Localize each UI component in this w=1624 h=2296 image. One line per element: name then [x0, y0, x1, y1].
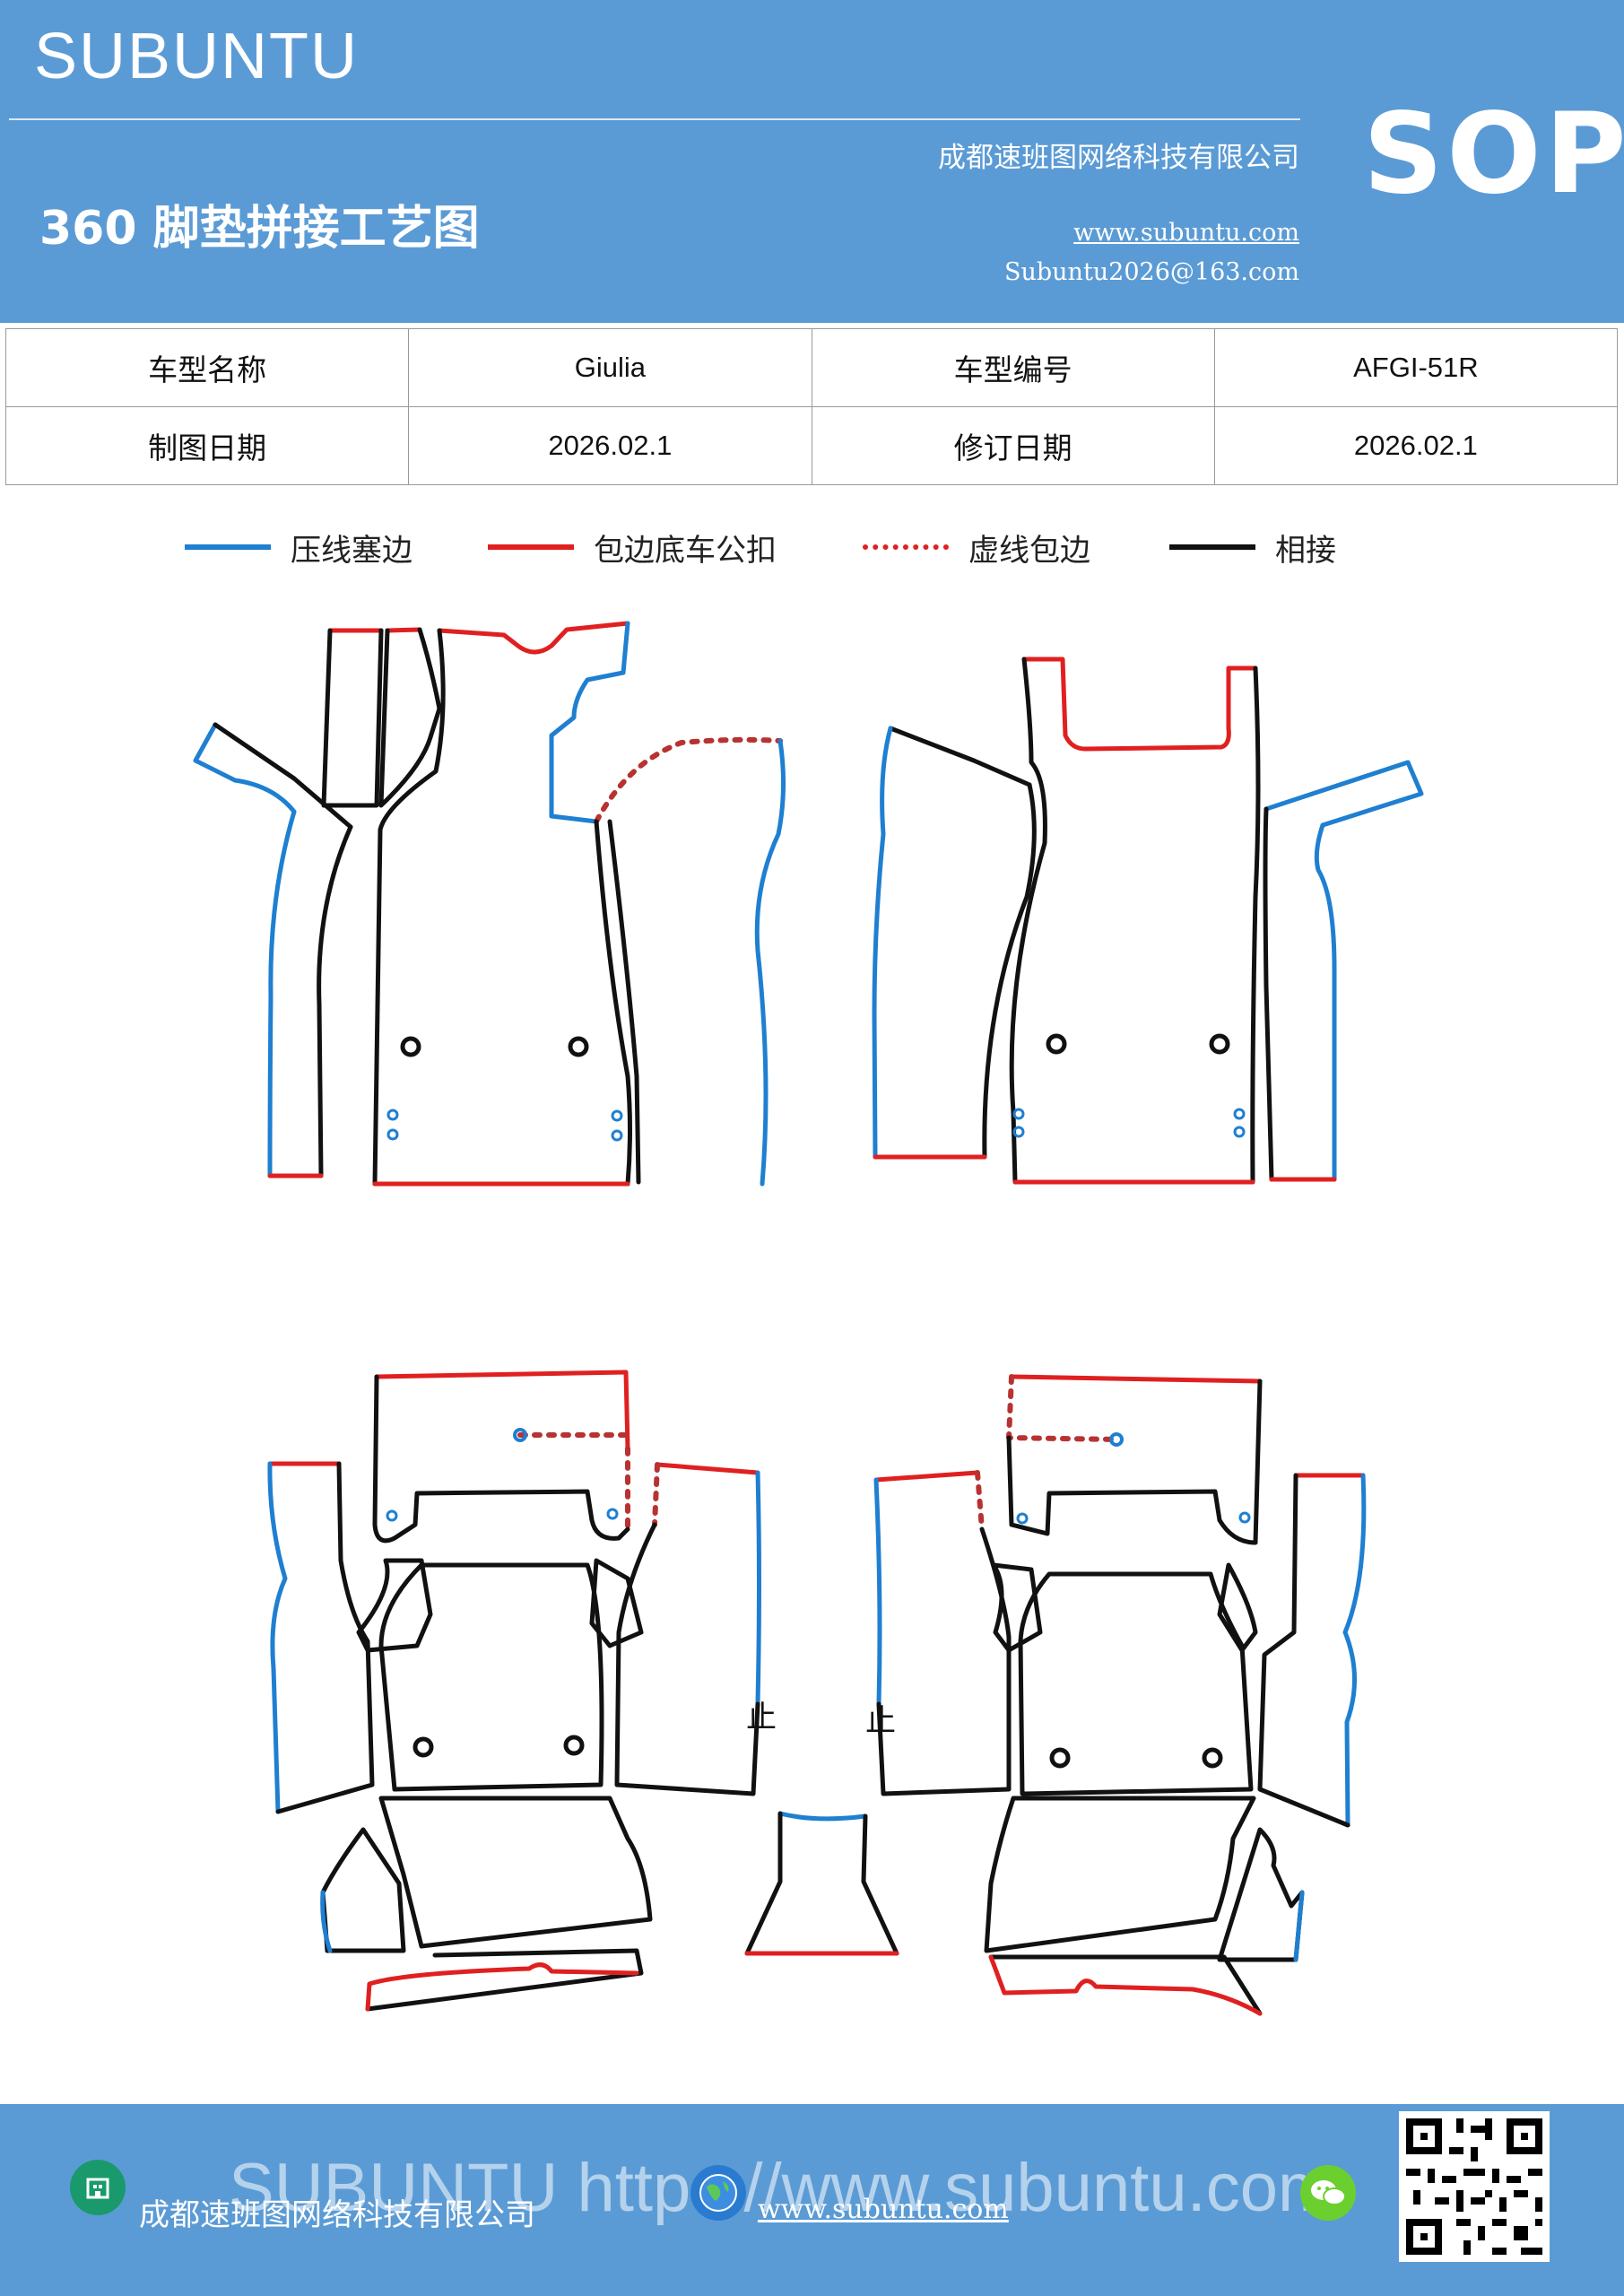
mat-piece-front-right-main: [1009, 657, 1261, 1185]
floor-mat-diagram: 止 止: [193, 621, 1424, 2016]
building-icon: [70, 2160, 126, 2215]
mat-piece-front-left-strip: [193, 722, 353, 1178]
legend-label: 虚线包边: [968, 532, 1090, 569]
legend-label: 相接: [1275, 532, 1336, 569]
clip-hole: [1012, 1126, 1025, 1138]
draw-date-value: 2026.02.1: [408, 406, 812, 485]
legend-item-press-line: 压线塞边: [185, 525, 413, 570]
clip-hole: [386, 1109, 399, 1121]
clip-hole: [1012, 1108, 1025, 1120]
mat-piece-rear-right-bottom: [984, 1796, 1305, 2016]
info-table: 车型名称 Giulia 车型编号 AFGI-51R 制图日期 2026.02.1…: [4, 328, 1619, 485]
join-mark: 止: [746, 1700, 777, 1735]
revision-date-value: 2026.02.1: [1213, 406, 1619, 485]
model-code-value: AFGI-51R: [1213, 328, 1619, 407]
footer-company: 成都速班图网络科技有限公司: [139, 2197, 535, 2233]
legend-label: 包边底车公扣: [594, 532, 777, 569]
mat-piece-front-right-left-panel: [872, 726, 1037, 1160]
mat-piece-rear-left-bottom: [320, 1796, 653, 2012]
qr-code: [1399, 2111, 1550, 2262]
model-code-label: 车型编号: [811, 328, 1215, 407]
header-banner: SUBUNTU 360 脚垫拼接工艺图 成都速班图网络科技有限公司 www.su…: [0, 0, 1624, 323]
company-website[interactable]: www.subuntu.com: [1073, 219, 1299, 247]
legend-swatch-blue: [185, 544, 271, 550]
footer-watermark: SUBUNTU https://www.subuntu.com: [229, 2150, 1335, 2226]
draw-date-label: 制图日期: [4, 406, 410, 485]
mat-piece-rear-left-center: [356, 1558, 644, 1792]
clip-hole: [1233, 1126, 1246, 1138]
legend-item-edge-binding: 包边底车公扣: [488, 525, 777, 570]
mat-piece-rear-right-upper: [1006, 1374, 1263, 1545]
table-row: 制图日期 2026.02.1 修订日期 2026.02.1: [4, 406, 1619, 485]
document-title: 360 脚垫拼接工艺图: [39, 202, 480, 256]
mat-piece-rear-right-left-panel: [873, 1470, 1012, 1796]
clip-hole: [1233, 1108, 1246, 1120]
legend-swatch-red-dotted: [863, 544, 949, 550]
mat-piece-front-right-strip: [1263, 760, 1424, 1182]
anchor-hole: [1209, 1033, 1230, 1055]
mat-piece-rear-right-side: [1257, 1473, 1367, 1828]
anchor-hole: [400, 1036, 421, 1057]
mat-piece-rear-right-center: [991, 1562, 1258, 1796]
doc-type-badge: SOP: [1363, 90, 1624, 219]
join-mark: 止: [865, 1703, 896, 1739]
legend-swatch-red: [488, 544, 574, 550]
mat-piece-rear-left-side: [267, 1461, 375, 1814]
model-name-label: 车型名称: [4, 328, 410, 407]
wechat-icon: [1300, 2165, 1356, 2221]
mat-piece-rear-left-right-panel: [614, 1462, 761, 1796]
clip-hole: [611, 1129, 623, 1142]
legend-item-joined: 相接: [1169, 525, 1336, 570]
company-email[interactable]: Subuntu2026@163.com: [1004, 258, 1299, 286]
legend-item-dotted-binding: 虚线包边: [863, 525, 1090, 570]
header-divider: [9, 118, 1300, 120]
mat-piece-front-left-right-panel: [607, 819, 641, 1185]
mat-piece-rear-left-upper: [372, 1370, 631, 1544]
mat-piece-rear-center-tunnel: [744, 1811, 899, 1956]
footer-website[interactable]: www.subuntu.com: [758, 2194, 1009, 2225]
anchor-hole: [1046, 1033, 1067, 1055]
brand-name: SUBUNTU: [34, 21, 360, 92]
company-name: 成都速班图网络科技有限公司: [938, 142, 1299, 174]
legend-swatch-black: [1169, 544, 1255, 550]
mat-piece-front-left-main: [372, 621, 786, 1187]
revision-date-label: 修订日期: [811, 406, 1215, 485]
anchor-hole: [568, 1036, 589, 1057]
mat-piece-door-sill-strips: [321, 627, 442, 808]
clip-hole: [611, 1109, 623, 1122]
model-name-value: Giulia: [408, 328, 812, 407]
globe-icon: [690, 2165, 746, 2221]
clip-hole: [386, 1128, 399, 1141]
legend-label: 压线塞边: [291, 532, 413, 569]
footer-banner: SUBUNTU https://www.subuntu.com 成都速班图网络科…: [0, 2104, 1624, 2296]
legend: 压线塞边 包边底车公扣 虚线包边 相接: [0, 525, 1624, 570]
table-row: 车型名称 Giulia 车型编号 AFGI-51R: [4, 328, 1619, 407]
